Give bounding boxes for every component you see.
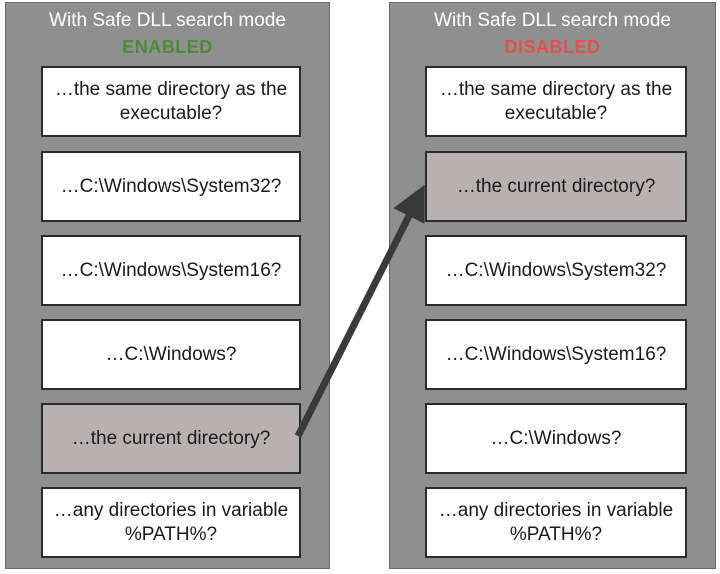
step-box: …C:\Windows?	[41, 319, 301, 390]
step-box: …the same directory as the executable?	[425, 66, 687, 137]
step-box: …the current directory?	[41, 403, 301, 474]
step-box: …the same directory as the executable?	[41, 66, 301, 137]
step-box: …C:\Windows?	[425, 403, 687, 474]
panel-title: With Safe DLL search mode	[434, 10, 671, 31]
status-label-enabled: ENABLED	[122, 37, 213, 57]
panel-safe-mode-disabled: With Safe DLL search mode DISABLED …the …	[389, 2, 716, 569]
status-label-disabled: DISABLED	[504, 37, 601, 57]
step-box: …C:\Windows\System16?	[425, 319, 687, 390]
panel-safe-mode-enabled: With Safe DLL search mode ENABLED …the s…	[5, 2, 330, 569]
step-box: …C:\Windows\System16?	[41, 235, 301, 306]
panel-title: With Safe DLL search mode	[49, 10, 286, 31]
step-box: …the current directory?	[425, 151, 687, 222]
step-box: …any directories in variable %PATH%?	[41, 487, 301, 558]
step-box: …any directories in variable %PATH%?	[425, 487, 687, 558]
step-box: …C:\Windows\System32?	[425, 235, 687, 306]
step-box: …C:\Windows\System32?	[41, 151, 301, 222]
